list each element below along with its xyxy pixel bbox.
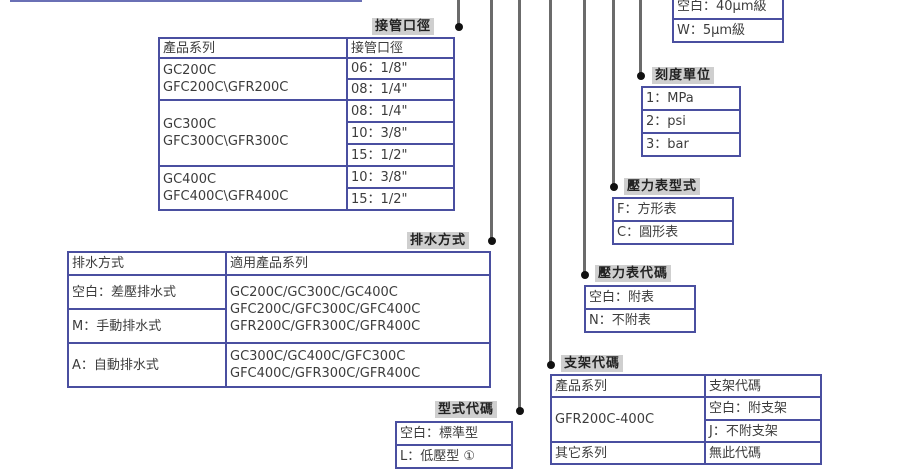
drain-option: A：自動排水式 xyxy=(67,342,227,388)
bracket-option: J：不附支架 xyxy=(704,419,822,443)
connector-dot xyxy=(547,361,555,369)
connector-bracket xyxy=(549,0,552,364)
port-cell: 06：1/8" xyxy=(346,57,455,80)
series-line: GFC200C\GFR200C xyxy=(163,80,289,95)
filter-table: 空白：40μm級 W：5μm級 xyxy=(672,0,784,43)
drain-title: 排水方式 xyxy=(407,232,470,249)
connector-dot xyxy=(516,407,524,415)
port-cell: 08：1/4" xyxy=(346,78,455,101)
port-size-table: 產品系列 接管口徑 GC200C GFC200C\GFR200C 06：1/8"… xyxy=(158,37,455,211)
unit-option: 2：psi xyxy=(641,109,741,134)
filter-option: W：5μm級 xyxy=(672,18,784,43)
col-header-applicable: 適用產品系列 xyxy=(225,251,491,276)
bracket-series: GFR200C-400C xyxy=(550,396,706,443)
series-line: GC200C/GC300C/GC400C xyxy=(230,284,398,300)
col-header-series: 產品系列 xyxy=(158,37,348,59)
series-line: GC300C/GC400C/GFC300C xyxy=(230,349,406,364)
col-header-drain: 排水方式 xyxy=(67,251,227,276)
col-header-series: 產品系列 xyxy=(550,374,706,398)
scale-unit-title: 刻度單位 xyxy=(652,67,715,84)
series-cell: GC400C GFC400C\GFR400C xyxy=(158,165,348,211)
drain-table: 排水方式 適用產品系列 空白：差壓排水式 GC200C/GC300C/GC400… xyxy=(67,251,491,388)
port-cell: 15：1/2" xyxy=(346,187,455,211)
col-header-bracket: 支架代碼 xyxy=(704,374,822,398)
series-cell: GC300C GFC300C\GFR300C xyxy=(158,99,348,167)
series-line: GFC300C\GFR300C xyxy=(163,134,289,149)
connector-type-code xyxy=(518,0,521,412)
gauge-type-table: F：方形表 C：圓形表 xyxy=(612,197,734,245)
type-option: 空白：標準型 xyxy=(395,421,513,446)
series-line: GC200C xyxy=(163,63,217,78)
series-line: GFC400C/GFR300C/GFR400C xyxy=(230,366,421,381)
connector-dot xyxy=(455,23,463,31)
unit-option: 1：MPa xyxy=(641,86,741,111)
series-line: GFC400C\GFR400C xyxy=(163,189,289,204)
col-header-port: 接管口徑 xyxy=(346,37,455,59)
gauge-type-title: 壓力表型式 xyxy=(624,178,701,195)
connector-port-size xyxy=(457,0,460,27)
gauge-code-option: N：不附表 xyxy=(584,308,696,333)
series-line: GC400C xyxy=(163,172,217,187)
connector-gauge-code xyxy=(583,0,586,274)
connector-gauge-type xyxy=(612,0,615,186)
series-cell: GC200C GFC200C\GFR200C xyxy=(158,57,348,101)
top-table-bottom-border xyxy=(10,0,362,2)
other-series: 其它系列 xyxy=(550,441,706,465)
gauge-type-option: F：方形表 xyxy=(612,197,734,222)
gauge-type-option: C：圓形表 xyxy=(612,220,734,245)
type-code-title: 型式代碼 xyxy=(435,401,498,418)
series-line: GFR200C/GFR300C/GFR400C xyxy=(230,318,421,334)
port-cell: 10：3/8" xyxy=(346,121,455,145)
gauge-code-option: 空白：附表 xyxy=(584,285,696,310)
type-option: L：低壓型 ① xyxy=(395,444,513,469)
gauge-code-table: 空白：附表 N：不附表 xyxy=(584,285,696,333)
unit-option: 3：bar xyxy=(641,132,741,157)
series-line: GFC200C/GFC300C/GFC400C xyxy=(230,301,421,317)
gauge-code-title: 壓力表代碼 xyxy=(595,265,672,282)
other-code: 無此代碼 xyxy=(704,441,822,465)
bracket-title: 支架代碼 xyxy=(561,355,624,372)
connector-dot xyxy=(488,237,496,245)
type-code-table: 空白：標準型 L：低壓型 ① xyxy=(395,421,513,469)
drain-option: M：手動排水式 xyxy=(67,308,227,344)
port-cell: 08：1/4" xyxy=(346,99,455,123)
drain-option: 空白：差壓排水式 xyxy=(67,274,227,310)
applicable-series: GC200C/GC300C/GC400C GFC200C/GFC300C/GFC… xyxy=(225,274,491,344)
port-cell: 10：3/8" xyxy=(346,165,455,189)
bracket-table: 產品系列 支架代碼 GFR200C-400C 空白：附支架 J：不附支架 其它系… xyxy=(550,374,822,465)
connector-scale-unit xyxy=(639,0,642,76)
connector-dot xyxy=(610,183,618,191)
series-line: GC300C xyxy=(163,117,217,132)
bracket-option: 空白：附支架 xyxy=(704,396,822,421)
port-cell: 15：1/2" xyxy=(346,143,455,167)
applicable-series: GC300C/GC400C/GFC300C GFC400C/GFR300C/GF… xyxy=(225,342,491,388)
connector-dot xyxy=(581,271,589,279)
connector-dot xyxy=(637,72,645,80)
scale-unit-table: 1：MPa 2：psi 3：bar xyxy=(641,86,741,157)
filter-option: 空白：40μm級 xyxy=(672,0,784,20)
port-size-title: 接管口徑 xyxy=(372,18,435,35)
connector-drain xyxy=(490,0,493,242)
